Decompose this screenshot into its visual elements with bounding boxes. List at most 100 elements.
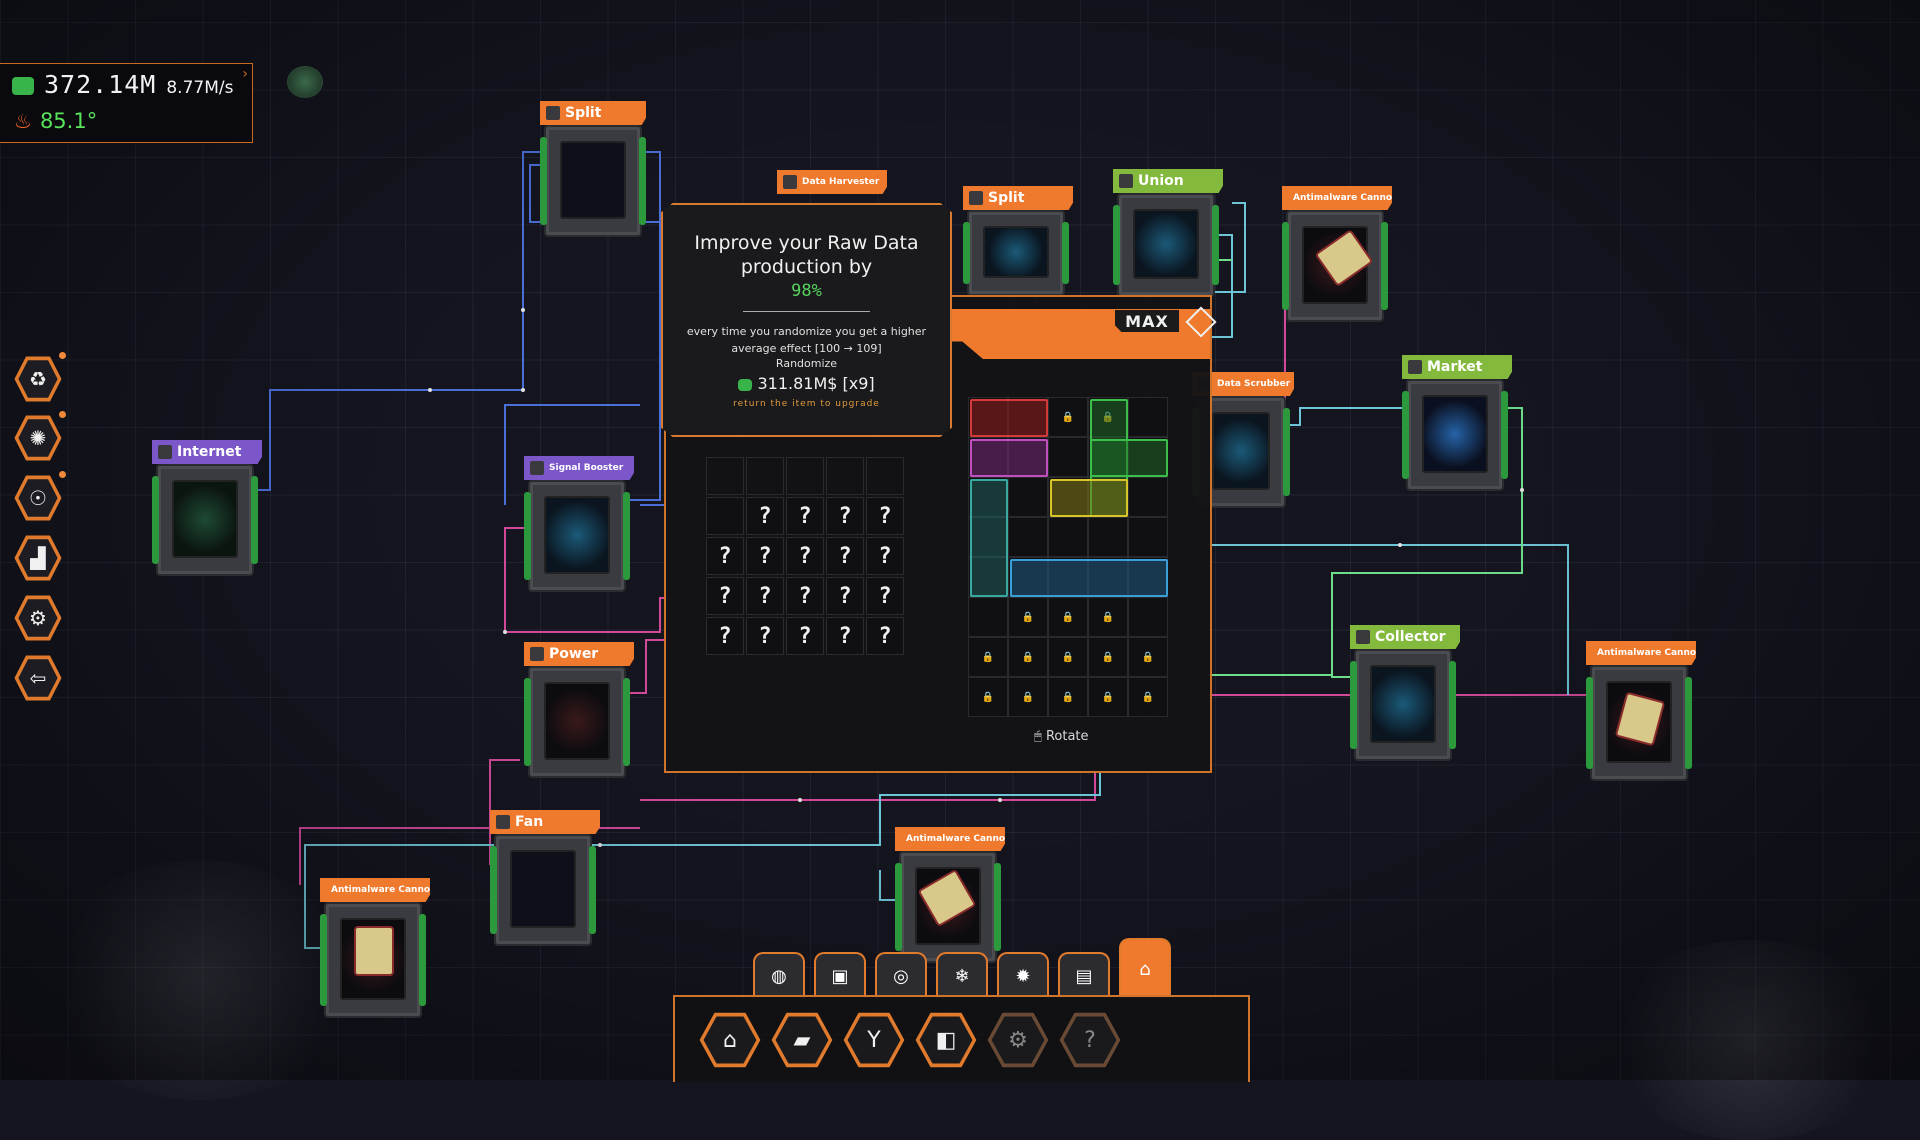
module-piece-red[interactable] [970,399,1048,437]
gear-icon: ⚙ [18,599,58,637]
module-piece-blue[interactable] [1010,559,1168,597]
tooltip-heading: Improve your Raw Data production by [694,232,919,278]
document-icon: ▤ [1075,965,1093,987]
unknown-slot[interactable]: ? [826,577,864,615]
market-icon [1408,360,1422,374]
unknown-slot[interactable]: ? [786,577,824,615]
node-title: Collector [1350,625,1460,649]
expand-chevron-icon[interactable]: › [242,66,248,82]
unknown-slot[interactable]: ? [746,617,784,655]
menu-automation-button[interactable]: ☉ [14,471,66,522]
virus-icon: ✹ [1015,965,1031,987]
split-icon [546,106,560,120]
node-title: Data Harvester [777,170,887,194]
node-internet[interactable]: Internet [152,440,262,576]
help-button[interactable]: ? [1059,1011,1121,1069]
node-split-top[interactable]: Split [540,101,646,237]
menu-settings-button[interactable]: ⚙ [14,594,62,642]
locked-gear-icon: ⚙ [991,1016,1045,1064]
temperature-value: 85.1° [39,109,98,133]
coin-icon [12,77,34,95]
randomize-grid: ? ? ? ? ? ? ? ? ? ? ? ? ? ? ? ? ? ? ? [706,497,912,703]
unknown-slot[interactable]: ? [746,537,784,575]
tab-globe[interactable]: ◍ [753,952,805,998]
node-market[interactable]: Market [1402,355,1512,491]
node-data-harvester[interactable]: Data Harvester [777,170,887,210]
node-title: Split [540,101,646,125]
node-power[interactable]: Power [524,642,634,778]
node-title: Antimalware Cannon [895,827,1005,851]
randomize-cost: 311.81M$ [x9] [663,374,950,393]
node-title: Fan [490,810,600,834]
node-antimalware-right[interactable]: Antimalware Cannon [1586,641,1696,781]
node-title: Power [524,642,634,666]
unknown-slot[interactable]: ? [866,537,904,575]
tab-document[interactable]: ▤ [1058,952,1110,998]
unknown-slot[interactable]: ? [866,617,904,655]
tab-shop[interactable]: ⌂ [1119,938,1171,998]
node-collector[interactable]: Collector [1350,625,1460,761]
robot-icon: ☉ [18,479,58,517]
unknown-slot[interactable]: ? [706,577,744,615]
unknown-slot[interactable]: ? [746,497,784,535]
folder-button[interactable]: ▰ [771,1011,833,1069]
shop-button[interactable]: ⌂ [699,1011,761,1069]
power-icon [530,647,544,661]
module-piece-teal[interactable] [970,479,1008,597]
empty-slot[interactable] [706,497,744,535]
smoke-left [40,860,360,1100]
money-rate: 8.77M/s [166,78,234,98]
module-piece-green-2[interactable] [1090,439,1168,477]
tab-cpu[interactable]: ◎ [875,952,927,998]
chip-icon: ▣ [831,965,849,987]
unknown-slot[interactable]: ? [826,617,864,655]
connection-wires [250,151,1586,949]
snowflake-icon: ❄ [954,965,970,987]
unknown-slot[interactable]: ? [746,577,784,615]
node-title: Antimalware Cannon [1282,186,1392,210]
recycle-hand-icon: ♻ [18,360,58,398]
node-antimalware-bottom-left[interactable]: Antimalware Cannon [320,878,430,1018]
node-union[interactable]: Union [1113,169,1223,297]
tab-snowflake[interactable]: ❄ [936,952,988,998]
virus-orb-icon[interactable] [287,66,323,98]
unknown-slot[interactable]: ? [826,497,864,535]
unknown-slot[interactable]: ? [866,577,904,615]
tab-virus[interactable]: ✹ [997,952,1049,998]
globe-icon: ◍ [771,965,787,987]
exit-icon: ⇦ [18,659,58,697]
bottom-dock: ⌂ ▰ Y ◧ ⚙ ? [673,995,1250,1082]
node-antimalware-top[interactable]: Antimalware Cannon [1282,186,1392,322]
module-piece-yellow[interactable] [1050,479,1128,517]
split-icon: ◧ [919,1016,973,1064]
node-signal-booster[interactable]: Signal Booster [524,456,634,592]
shop-icon: ⌂ [703,1016,757,1064]
unknown-slot[interactable]: ? [706,617,744,655]
unknown-slot[interactable]: ? [786,497,824,535]
randomize-label: Randomize [775,357,838,370]
node-antimalware-bottom-center[interactable]: Antimalware Cannon [895,827,1005,963]
node-fan[interactable]: Fan [490,810,600,946]
node-split-right[interactable]: Split [963,186,1073,296]
locked-gear-button[interactable]: ⚙ [987,1011,1049,1069]
unknown-slot[interactable]: ? [786,537,824,575]
menu-stats-button[interactable]: ▟ [14,534,62,582]
merge-icon: Y [847,1016,901,1064]
menu-recycle-button[interactable]: ♻ [14,352,66,403]
unknown-slot[interactable]: ? [706,537,744,575]
split-button[interactable]: ◧ [915,1011,977,1069]
union-icon [1119,174,1133,188]
question-icon: ? [1063,1016,1117,1064]
shop-icon: ⌂ [1139,958,1151,980]
module-piece-pink[interactable] [970,439,1048,477]
cpu-icon: ◎ [893,965,909,987]
unknown-slot[interactable]: ? [866,497,904,535]
merge-button[interactable]: Y [843,1011,905,1069]
menu-exit-button[interactable]: ⇦ [14,654,62,702]
rotate-hint[interactable]: 🖱 Rotate [1034,729,1089,744]
tab-chip[interactable]: ▣ [814,952,866,998]
harvester-icon [783,175,797,189]
unknown-slot[interactable]: ? [786,617,824,655]
unknown-slot[interactable]: ? [826,537,864,575]
menu-research-button[interactable]: ✺ [14,411,66,462]
